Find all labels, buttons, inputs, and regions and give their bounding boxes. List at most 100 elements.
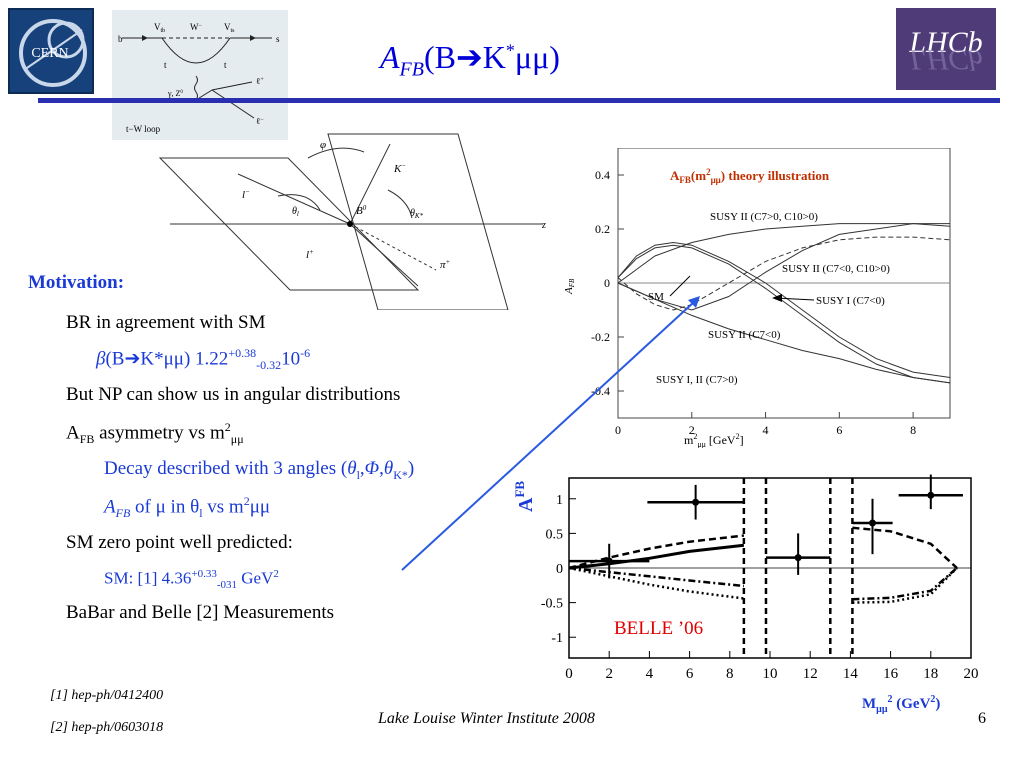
title-k: K — [482, 39, 506, 75]
belle-ytick-label: 0.5 — [546, 527, 564, 542]
belle-data-point — [647, 484, 744, 520]
angle-theta-l: θl — [292, 206, 299, 218]
theory-ytick-label: -0.2 — [591, 330, 610, 344]
belle-data-point — [852, 498, 893, 555]
label-lplus: l+ — [306, 248, 314, 261]
belle-xtick-label: 18 — [923, 666, 938, 682]
belle-xtick-label: 14 — [843, 666, 859, 682]
belle-xtick-label: 12 — [803, 666, 818, 682]
theory-plot-title: AFB(m2μμ) theory illustration — [670, 167, 830, 185]
label-lminus: l− — [242, 188, 250, 201]
theory-series-line — [617, 223, 951, 284]
cern-logo-text: CERN — [31, 46, 68, 61]
feyn-b: b — [118, 34, 123, 44]
belle-data-point — [569, 543, 650, 579]
theory-series-line — [617, 241, 951, 378]
feynman-diagram: b s Vtb W− Vts t t γ, Z0 ℓ+ ℓ− t−W loop — [112, 10, 288, 140]
theory-xtick-label: 2 — [689, 423, 695, 437]
theory-ytick-label: 0.2 — [595, 222, 610, 236]
feynman-diagram-graphic: b s Vtb W− Vts t t γ, Z0 ℓ+ ℓ− t−W loop — [118, 22, 280, 134]
theory-ylabel: AFB — [563, 278, 576, 295]
br-line: BR in agreement with SM — [66, 312, 266, 333]
feyn-s: s — [276, 34, 280, 44]
lhcb-logo-reflection: LHCb — [908, 43, 982, 76]
feyn-t2: t — [224, 60, 227, 70]
belle-xtick-label: 2 — [605, 666, 613, 682]
belle-curve — [568, 566, 958, 601]
beta-line: β(B➔K*μμ) 1.22+0.38-0.3210-6 — [96, 346, 311, 373]
arrow-icon: ➔ — [455, 39, 483, 75]
belle-label: BELLE ’06 — [614, 618, 703, 639]
belle-xtick-label: 10 — [763, 666, 778, 682]
title-rule — [38, 98, 1000, 103]
belle-ytick-label: -0.5 — [541, 597, 563, 612]
reference-2: [2] hep-ph/0603018 — [50, 720, 164, 735]
feyn-vtb: Vtb — [154, 22, 165, 34]
belle-xtick-label: 4 — [646, 666, 654, 682]
pointer-arrowhead-icon — [688, 296, 700, 308]
theory-xtick-label: 4 — [763, 423, 769, 437]
title-fb: FB — [399, 58, 424, 81]
theory-series-line — [617, 282, 951, 384]
sm-zero-line: SM zero point well predicted: — [66, 532, 293, 553]
title-a: A — [380, 39, 400, 75]
susy1-pointer — [775, 297, 815, 301]
theory-ytick-label: 0.4 — [595, 168, 610, 182]
annot-susy2-c7neg-c10pos: SUSY II (C7<0, C10>0) — [782, 263, 890, 275]
feyn-lminus: ℓ− — [256, 116, 264, 126]
belle-xtick-label: 8 — [726, 666, 734, 682]
label-kminus: K− — [393, 162, 406, 175]
feyn-caption: t−W loop — [126, 124, 161, 134]
theory-series-line — [617, 236, 951, 311]
label-b0: B0 — [356, 204, 367, 217]
feyn-t1: t — [164, 60, 167, 70]
slide-title: AFB(B➔K*μμ) — [380, 38, 620, 88]
title-mumu: μμ) — [514, 39, 560, 75]
np-line: But NP can show us in angular distributi… — [66, 384, 401, 405]
reference-1: [1] hep-ph/0412400 — [50, 688, 164, 703]
theory-xlabel: m2μμ [GeV2] — [684, 432, 744, 448]
title-main: (B — [423, 39, 456, 75]
arrow-icon: ➔ — [124, 348, 141, 370]
belle-curve — [568, 566, 958, 604]
footer-text: Lake Louise Winter Institute 2008 — [378, 710, 595, 727]
sm-value-line: SM: [1] 4.36+0.33-031 GeV2 — [104, 568, 279, 592]
title-star: * — [505, 40, 515, 61]
annot-susy2-c7pos-c10pos: SUSY II (C7>0, C10>0) — [710, 211, 818, 223]
annot-sm: SM — [648, 291, 664, 303]
theory-series-line — [617, 223, 950, 311]
theory-xtick-label: 6 — [836, 423, 842, 437]
belle-xtick-label: 16 — [883, 666, 899, 682]
label-piplus: π+ — [440, 258, 451, 271]
belle-ytick-label: 0 — [556, 562, 563, 577]
page-number: 6 — [978, 710, 986, 727]
susy1-arrow-icon — [772, 294, 782, 302]
belle-xtick-label: 0 — [565, 666, 573, 682]
belle-ytick-label: -1 — [551, 631, 563, 646]
annot-susy1-c7neg: SUSY I (C7<0) — [816, 295, 885, 307]
lhcb-logo-text: LHCb — [908, 26, 982, 59]
angle-theta-k: θK* — [410, 208, 424, 220]
cern-logo-graphic: CERN — [19, 19, 87, 87]
decay-angle-diagram: φ K− l− θl B0 θK* l+ π+ z — [158, 130, 550, 311]
annot-susy2-c7neg: SUSY II (C7<0) — [708, 329, 781, 341]
decay-line: Decay described with 3 angles (θl,Φ,θK*) — [104, 458, 415, 482]
belle-data-point — [898, 474, 963, 510]
angle-phi: φ — [320, 139, 326, 151]
feyn-lplus: ℓ+ — [256, 76, 264, 86]
lhcb-logo-graphic: LHCb LHCb — [908, 26, 982, 76]
theory-ytick-label: -0.4 — [591, 384, 610, 398]
belle-xtick-label: 6 — [686, 666, 694, 682]
lhcb-logo: LHCb LHCb — [896, 8, 996, 90]
theory-xtick-label: 0 — [615, 423, 621, 437]
belle-data-point — [765, 533, 831, 575]
afb-line: AFB asymmetry vs m2μμ — [66, 420, 244, 447]
babar-line: BaBar and Belle [2] Measurements — [66, 602, 335, 623]
feyn-gz: γ, Z0 — [167, 89, 183, 98]
feyn-vts: Vts — [224, 22, 235, 34]
sm-pointer — [669, 275, 691, 297]
